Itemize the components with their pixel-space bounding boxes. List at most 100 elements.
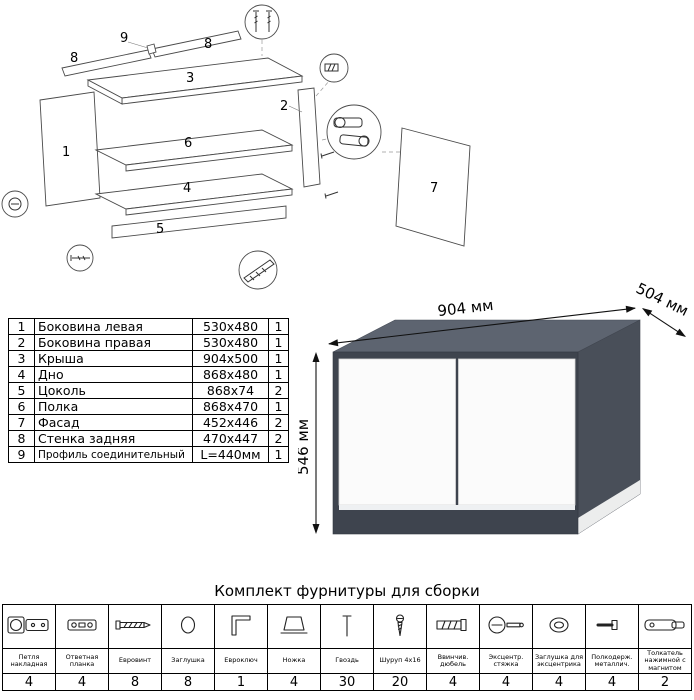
hardware-item-qty: 4: [426, 673, 480, 692]
part-qty: 1: [268, 318, 289, 335]
hardware-item-qty: 8: [108, 673, 162, 692]
hardware-item-icon-cell: [55, 604, 109, 649]
part-name: Боковина правая: [34, 334, 193, 351]
dimension-width-label: 904 мм: [437, 296, 495, 320]
hex-key-icon: [231, 614, 251, 636]
dimension-height-label: 546 мм: [298, 419, 312, 475]
part-size: 868x74: [192, 382, 269, 399]
dimension-height: [312, 352, 320, 534]
part-name: Боковина левая: [34, 318, 193, 335]
hardware-item-label: Ввинчив. дюбель: [426, 647, 480, 675]
connecting-profile: [146, 43, 157, 55]
hardware-item-icon-cell: [585, 604, 639, 649]
callout-8b: 8: [204, 37, 212, 52]
part-qty: 2: [268, 382, 289, 399]
part-num: 2: [8, 334, 35, 351]
callout-2: 2: [280, 99, 288, 114]
hardware-item-label: Ножка: [267, 647, 321, 675]
nail-icon: [342, 614, 352, 637]
hardware-item-label: Ответная планка: [55, 647, 109, 675]
part-size: 868x480: [192, 366, 269, 383]
leg-icon: [280, 615, 308, 634]
floating-screws: [320, 151, 339, 199]
part-qty: 2: [268, 414, 289, 431]
part-qty: 1: [268, 398, 289, 415]
part-qty: 1: [268, 366, 289, 383]
hinge-icon: [7, 615, 49, 634]
hardware-item-qty: 4: [532, 673, 586, 692]
left-side-panel: [39, 91, 101, 207]
hardware-item-qty: 4: [267, 673, 321, 692]
shelf-pin-icon: [596, 619, 618, 630]
right-side-panel: [297, 87, 321, 188]
hardware-item-icon-cell: [638, 604, 692, 649]
hardware-item-icon-cell: [373, 604, 427, 649]
hardware-item-qty: 4: [55, 673, 109, 692]
cap-icon: [180, 615, 196, 634]
construction-lines: [261, 40, 400, 153]
part-num: 4: [8, 366, 35, 383]
callout-9: 9: [120, 31, 128, 46]
part-name: Крыша: [34, 350, 193, 367]
callout-5: 5: [156, 222, 164, 237]
hardware-item-label: Полкодерж. металлич.: [585, 647, 639, 675]
back-panel-left: [61, 49, 152, 77]
hardware-item-label: Петля накладная: [2, 647, 56, 675]
detail-circle-screws: [244, 4, 280, 40]
hardware-item-qty: 2: [638, 673, 692, 692]
callout-6: 6: [184, 136, 192, 151]
detail-circle-hinge: [326, 104, 382, 160]
part-num: 3: [8, 350, 35, 367]
hardware-item-label: Эксцентр. стяжка: [479, 647, 533, 675]
part-name: Цоколь: [34, 382, 193, 399]
callout-1: 1: [62, 145, 70, 160]
part-size: 530x480: [192, 318, 269, 335]
hardware-item-label: Шуруп 4x16: [373, 647, 427, 675]
cam-cap-icon: [549, 616, 569, 633]
top-panel: [86, 57, 304, 105]
hardware-item-icon-cell: [426, 604, 480, 649]
part-name: Дно: [34, 366, 193, 383]
callout-4: 4: [183, 181, 191, 196]
shelf-panel: [94, 129, 294, 172]
part-size: 904x500: [192, 350, 269, 367]
strike-plate-icon: [67, 618, 97, 631]
hardware-item-icon-cell: [267, 604, 321, 649]
confirmat-screw-icon: [115, 619, 151, 630]
part-qty: 2: [268, 430, 289, 447]
cabinet-3d-view: 546 мм 904 мм 504 мм: [298, 282, 691, 535]
hardware-item-qty: 8: [161, 673, 215, 692]
hardware-item-label: Евровинт: [108, 647, 162, 675]
hardware-item-qty: 4: [479, 673, 533, 692]
dimension-depth-label: 504 мм: [633, 282, 691, 320]
cabinet-plinth-recess: [339, 505, 575, 510]
part-size: 470x447: [192, 430, 269, 447]
screw-dowel-icon: [436, 618, 467, 631]
hardware-item-icon-cell: [161, 604, 215, 649]
bottom-panel: [94, 173, 294, 216]
part-size: 868x470: [192, 398, 269, 415]
part-name: Фасад: [34, 414, 193, 431]
hardware-item-icon-cell: [214, 604, 268, 649]
exploded-diagram: 1 2 3 4 5 6 7 8 8 9: [1, 4, 471, 290]
part-qty: 1: [268, 446, 289, 463]
hardware-item-qty: 4: [2, 673, 56, 692]
hardware-item-icon-cell: [532, 604, 586, 649]
hardware-item-label: Заглушка: [161, 647, 215, 675]
hardware-section: Комплект фурнитуры для сборки Петля накл…: [0, 582, 694, 692]
cabinet-door-right: [458, 358, 576, 506]
screw-icon: [395, 613, 405, 636]
dimension-depth: [642, 308, 686, 337]
cam-lock-icon: [488, 615, 524, 634]
plinth-panel: [111, 205, 287, 239]
cabinet-door-left: [338, 358, 456, 506]
